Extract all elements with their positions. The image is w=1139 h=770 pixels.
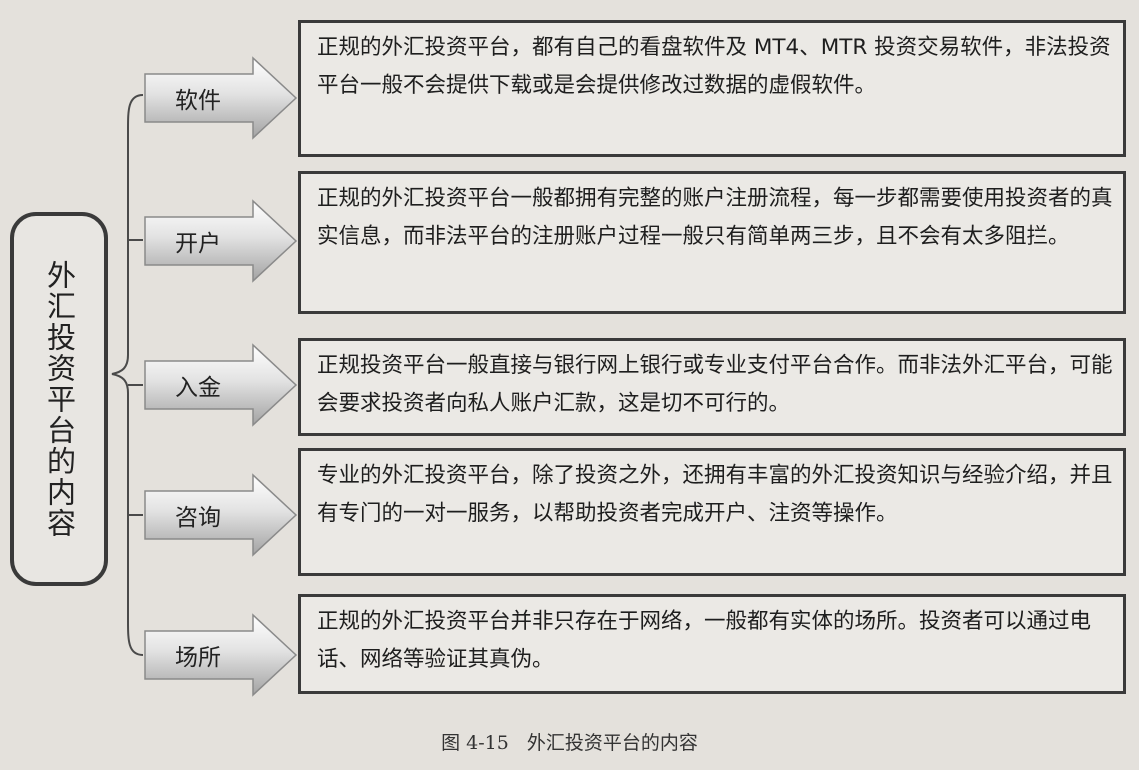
arrow-label-consult: 咨询 (175, 505, 221, 531)
arrow-node-venue: 场所 (143, 613, 298, 697)
bracket-line (111, 94, 144, 656)
desc-box-deposit: 正规投资平台一般直接与银行网上银行或专业支付平台合作。而非法外汇平台，可能会要求… (298, 338, 1126, 436)
arrow-label-account: 开户 (175, 231, 221, 257)
arrow-node-deposit: 入金 (143, 343, 298, 427)
desc-box-consult: 专业的外汇投资平台，除了投资之外，还拥有丰富的外汇投资知识与经验介绍，并且有专门… (298, 448, 1126, 576)
arrow-label-deposit: 入金 (175, 375, 221, 401)
arrow-label-venue: 场所 (175, 645, 221, 671)
arrow-node-account: 开户 (143, 199, 298, 283)
desc-box-account: 正规的外汇投资平台一般都拥有完整的账户注册流程，每一步都需要使用投资者的真实信息… (298, 171, 1126, 314)
desc-box-venue: 正规的外汇投资平台并非只存在于网络，一般都有实体的场所。投资者可以通过电话、网络… (298, 594, 1126, 694)
arrow-shape (144, 199, 298, 283)
root-node: 外汇投资平台的内容 (10, 212, 108, 586)
arrow-label-software: 软件 (175, 88, 221, 114)
arrow-shape (144, 343, 298, 427)
desc-box-software: 正规的外汇投资平台，都有自己的看盘软件及 MT4、MTR 投资交易软件，非法投资… (298, 20, 1126, 157)
arrow-shape (144, 613, 298, 697)
arrow-shape (144, 473, 298, 557)
arrow-node-consult: 咨询 (143, 473, 298, 557)
arrow-node-software: 软件 (143, 56, 298, 140)
arrow-shape (144, 56, 298, 140)
figure-caption: 图 4-15 外汇投资平台的内容 (441, 732, 698, 754)
root-label: 外汇投资平台的内容 (42, 259, 77, 539)
